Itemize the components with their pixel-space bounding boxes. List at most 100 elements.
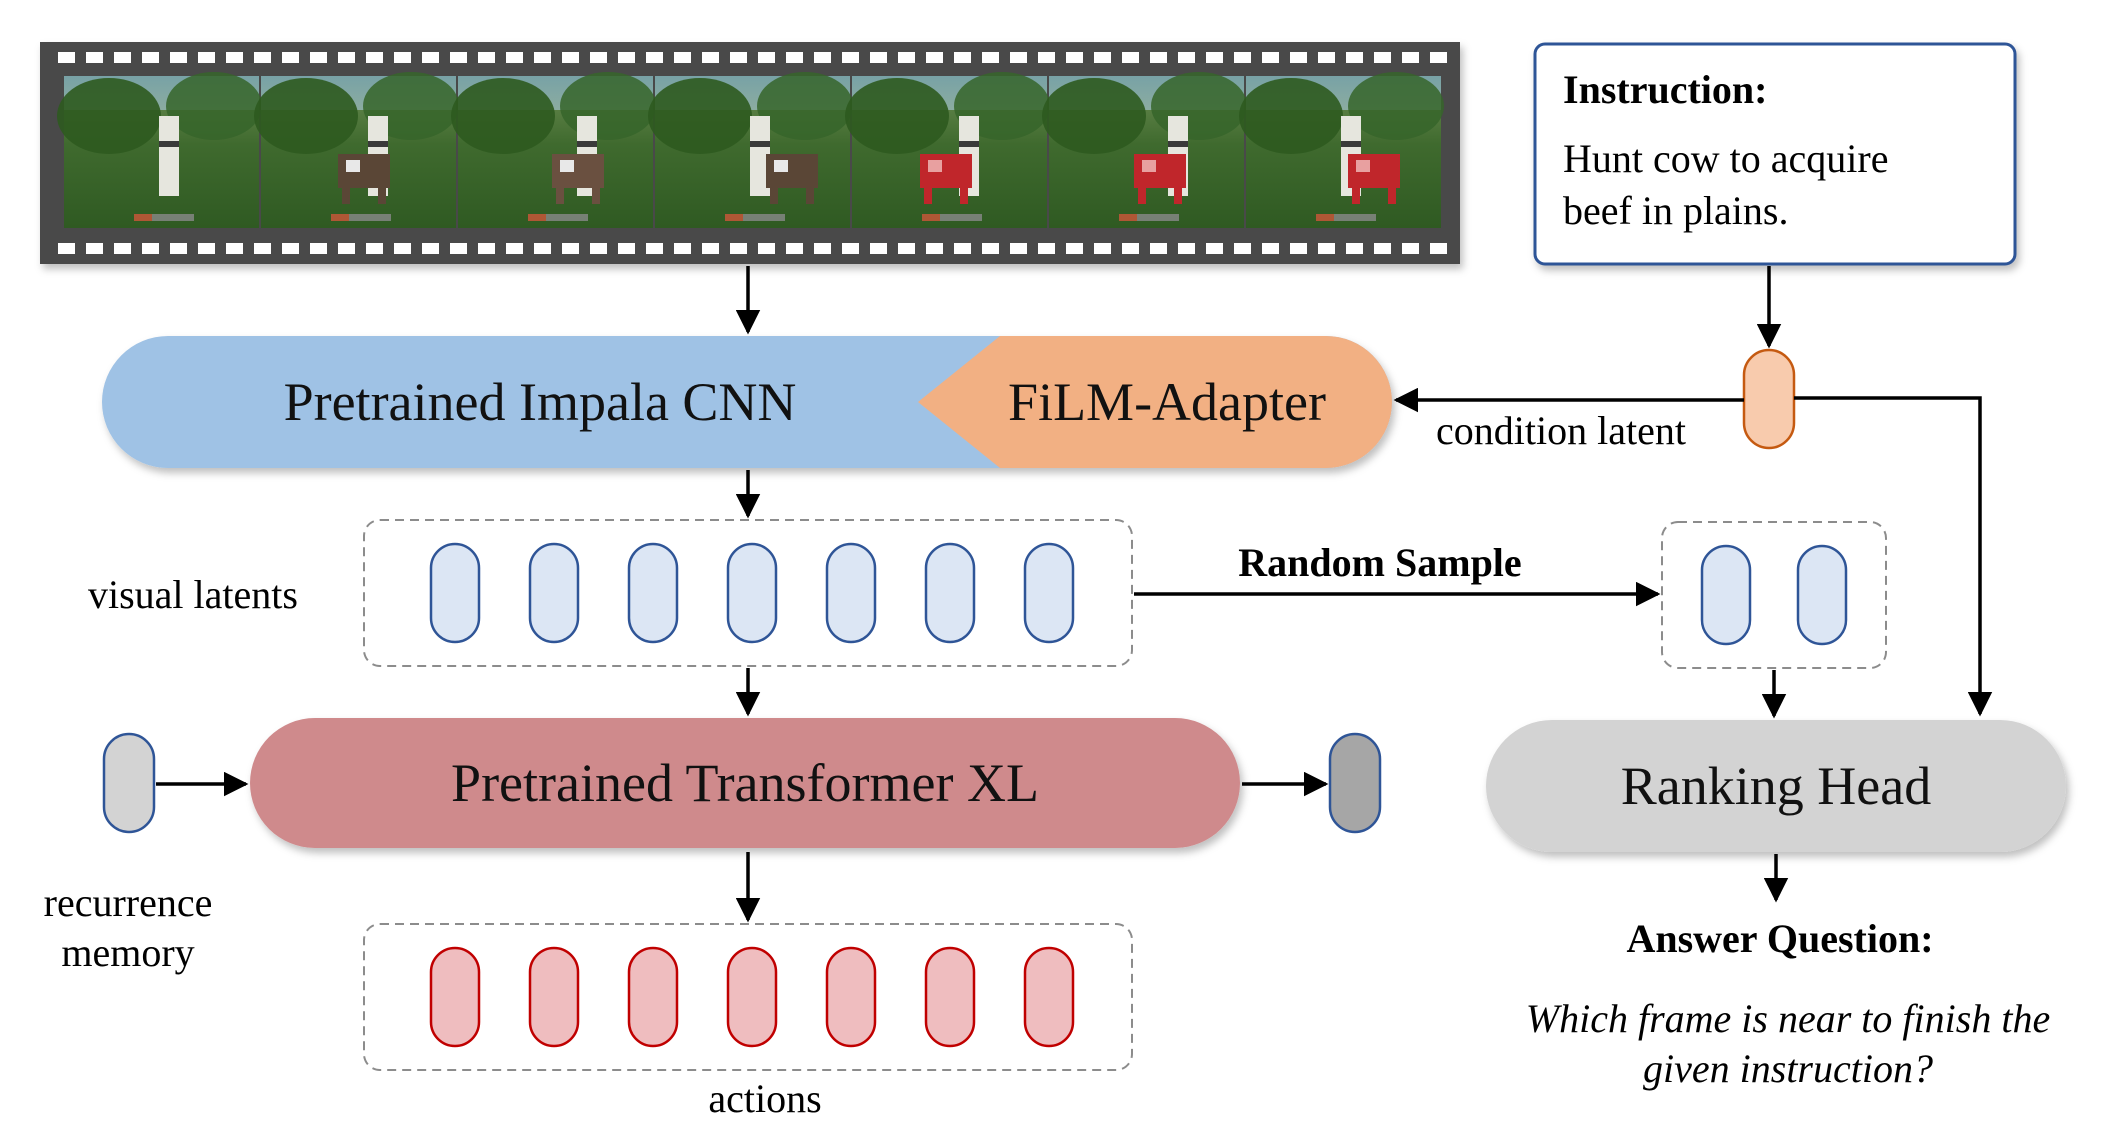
cnn-module: Pretrained Impala CNN FiLM-Adapter — [102, 336, 1392, 468]
film-perforation — [1094, 243, 1111, 254]
recurrence-memory-out-token — [1328, 732, 1382, 834]
film-perforation — [1122, 52, 1139, 63]
film-perforation — [394, 52, 411, 63]
action-token — [429, 946, 481, 1048]
film-perforation — [338, 243, 355, 254]
film-adapter-label: FiLM-Adapter — [1008, 372, 1326, 432]
visual-latent-token — [528, 542, 580, 644]
film-perforation — [1206, 52, 1223, 63]
film-perforation — [702, 243, 719, 254]
gameplay-frame — [1042, 72, 1247, 228]
film-perforation — [142, 243, 159, 254]
film-perforation — [142, 52, 159, 63]
connector-arrows — [156, 266, 1993, 923]
visual-latents-label: visual latents — [88, 572, 298, 617]
film-perforation — [562, 52, 579, 63]
film-perforation — [310, 243, 327, 254]
gameplay-frames — [57, 72, 1444, 228]
film-perforation — [450, 243, 467, 254]
film-perforation — [590, 52, 607, 63]
film-perforation — [1038, 52, 1055, 63]
film-perforation — [562, 243, 579, 254]
ranking-head-block — [1486, 720, 2066, 852]
film-perforation — [58, 52, 75, 63]
film-perforation — [786, 243, 803, 254]
film-perforation — [898, 52, 915, 63]
answer-question-line2: given instruction? — [1643, 1046, 1933, 1091]
film-perforation — [86, 52, 103, 63]
condition-latent-token — [1742, 348, 1796, 450]
actions-group — [363, 923, 1133, 1071]
instruction-box: Instruction: Hunt cow to acquire beef in… — [1533, 42, 2017, 266]
film-perforation — [870, 52, 887, 63]
film-perforation — [478, 243, 495, 254]
film-perforation — [842, 243, 859, 254]
film-perforation — [814, 52, 831, 63]
film-perforation — [366, 243, 383, 254]
film-perforation — [674, 243, 691, 254]
film-perforation — [338, 52, 355, 63]
action-token — [528, 946, 580, 1048]
film-perforation — [1178, 52, 1195, 63]
film-perforation — [1010, 243, 1027, 254]
film-perforation — [1038, 243, 1055, 254]
cnn-label: Pretrained Impala CNN — [284, 372, 797, 432]
film-perforation — [1374, 52, 1391, 63]
actions-label: actions — [708, 1076, 821, 1121]
film-perforation — [814, 243, 831, 254]
gameplay-frame — [57, 72, 262, 228]
film-perforation — [198, 243, 215, 254]
film-perforation — [254, 243, 271, 254]
film-perforation — [982, 243, 999, 254]
film-perforation — [758, 243, 775, 254]
sampled-latent-tokens — [1700, 544, 1848, 646]
film-perforation — [198, 52, 215, 63]
recurrence-memory-label-line1: recurrence — [44, 880, 213, 925]
instruction-heading: Instruction: — [1563, 67, 1767, 112]
video-film-strip — [40, 42, 1460, 264]
visual-latent-token — [1023, 542, 1075, 644]
film-perforation — [1206, 243, 1223, 254]
film-perforation — [226, 52, 243, 63]
visual-latent-token — [924, 542, 976, 644]
ranking-head-label: Ranking Head — [1621, 756, 1931, 816]
visual-latent-token — [627, 542, 679, 644]
film-perforation — [786, 52, 803, 63]
film-perforation — [926, 243, 943, 254]
film-perforation — [954, 52, 971, 63]
visual-latents-group — [363, 519, 1133, 667]
gameplay-frame — [648, 72, 853, 228]
instruction-text-line2: beef in plains. — [1563, 188, 1789, 233]
visual-latent-token — [726, 542, 778, 644]
film-perforation — [1262, 243, 1279, 254]
film-perforation — [1066, 52, 1083, 63]
film-perforation — [534, 52, 551, 63]
film-perforation — [1010, 52, 1027, 63]
action-token — [825, 946, 877, 1048]
film-perforation — [1402, 243, 1419, 254]
film-perforation — [114, 52, 131, 63]
film-perforation — [170, 52, 187, 63]
film-perforation — [310, 52, 327, 63]
film-perforation — [282, 52, 299, 63]
film-perforation — [1402, 52, 1419, 63]
transformer-label: Pretrained Transformer XL — [451, 753, 1039, 813]
film-perforation — [58, 243, 75, 254]
film-adapter-block — [918, 336, 1392, 468]
film-perforation — [1262, 52, 1279, 63]
film-perforation — [646, 52, 663, 63]
transformer-block — [250, 718, 1240, 848]
film-perforation — [590, 243, 607, 254]
film-perforation — [758, 52, 775, 63]
visual-latent-tokens — [429, 542, 1075, 644]
film-perforation — [254, 52, 271, 63]
film-perforation — [982, 52, 999, 63]
recurrence-memory-label-line2: memory — [61, 930, 194, 975]
film-perforation — [898, 243, 915, 254]
film-perforation — [226, 243, 243, 254]
film-perforation — [926, 52, 943, 63]
action-token — [726, 946, 778, 1048]
film-perforation — [1374, 243, 1391, 254]
film-perforation — [1234, 52, 1251, 63]
